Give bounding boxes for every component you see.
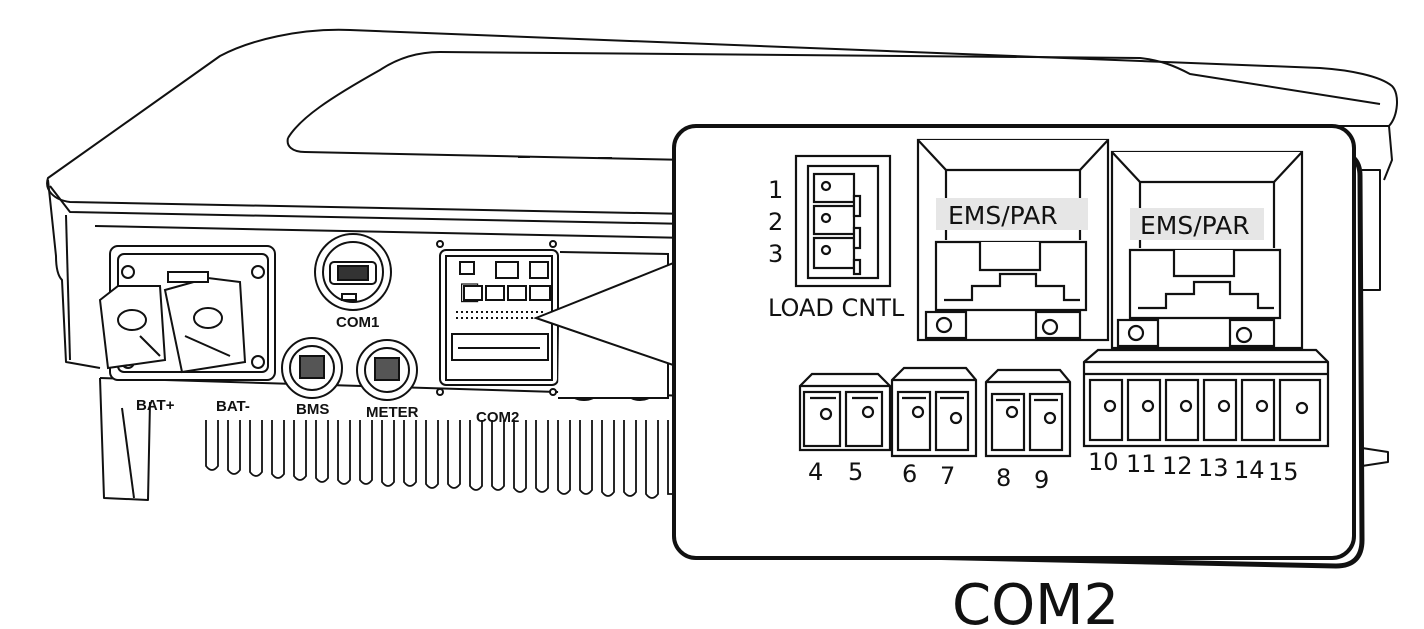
- terminal-block-6-7: [890, 366, 978, 458]
- com1-port: [314, 233, 392, 311]
- meter-port: [356, 339, 418, 401]
- terminal-block-4-5: [798, 372, 892, 452]
- label-bat-plus: BAT+: [136, 397, 175, 414]
- load-pin-1: 1: [768, 176, 783, 204]
- load-pin-2: 2: [768, 208, 783, 236]
- pin-11: 11: [1126, 450, 1157, 478]
- pin-8: 8: [996, 464, 1011, 492]
- pin-5: 5: [848, 458, 863, 486]
- pin-9: 9: [1034, 466, 1049, 494]
- com2-panel-small: [436, 240, 559, 396]
- label-bat-minus: BAT-: [216, 398, 250, 415]
- pin-6: 6: [902, 460, 917, 488]
- load-cntl-connector: [794, 154, 892, 288]
- label-com1: COM1: [336, 314, 379, 331]
- label-bms: BMS: [296, 401, 329, 418]
- pin-12: 12: [1162, 452, 1193, 480]
- terminal-block-10-15: [1082, 348, 1330, 448]
- com2-title: COM2: [952, 573, 1119, 629]
- bms-port: [281, 337, 343, 399]
- pin-4: 4: [808, 458, 823, 486]
- ems-par-label-1: EMS/PAR: [948, 201, 1058, 230]
- device-labels: BAT+ BAT- BMS METER COM1 COM2: [136, 314, 519, 426]
- label-com2-device: COM2: [476, 409, 519, 426]
- load-pin-3: 3: [768, 240, 783, 268]
- pin-15: 15: [1268, 458, 1299, 486]
- com2-callout: 1 2 3 LOAD CNTL EMS/PAR: [672, 124, 1365, 569]
- terminal-block-8-9: [984, 368, 1072, 458]
- pin-7: 7: [940, 462, 955, 490]
- pin-14: 14: [1234, 456, 1265, 484]
- ems-par-port-1: [916, 138, 1110, 342]
- battery-connector-block: [98, 245, 276, 381]
- label-meter: METER: [366, 404, 419, 421]
- pin-10: 10: [1088, 448, 1119, 476]
- heatsink-fins: [205, 420, 681, 499]
- ems-par-label-2: EMS/PAR: [1140, 211, 1250, 240]
- ems-par-port-2: [1110, 150, 1304, 350]
- pin-13: 13: [1198, 454, 1229, 482]
- load-cntl-label: LOAD CNTL: [768, 294, 905, 322]
